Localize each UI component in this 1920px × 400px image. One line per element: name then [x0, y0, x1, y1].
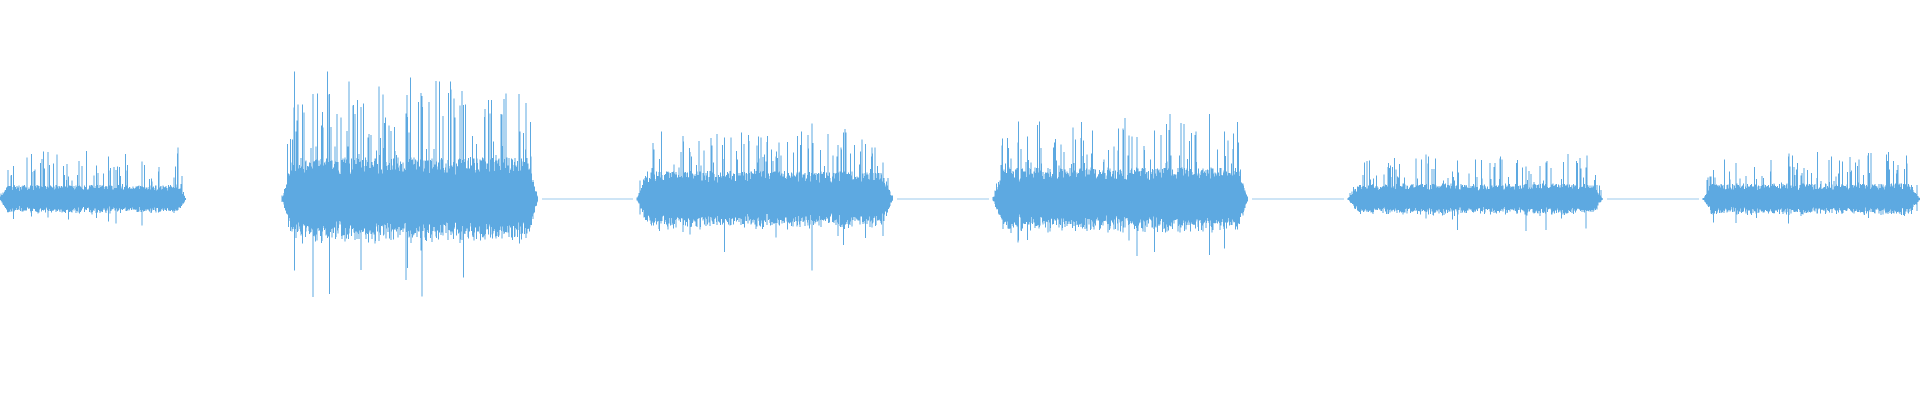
waveform-segment-2: [281, 71, 538, 297]
waveform-segment-1: [0, 147, 186, 226]
waveform-segment-4: [992, 113, 1248, 257]
waveform-segment-3: [636, 123, 893, 271]
waveform-segment-5: [1347, 153, 1603, 231]
waveform-segment-6: [1702, 151, 1920, 224]
